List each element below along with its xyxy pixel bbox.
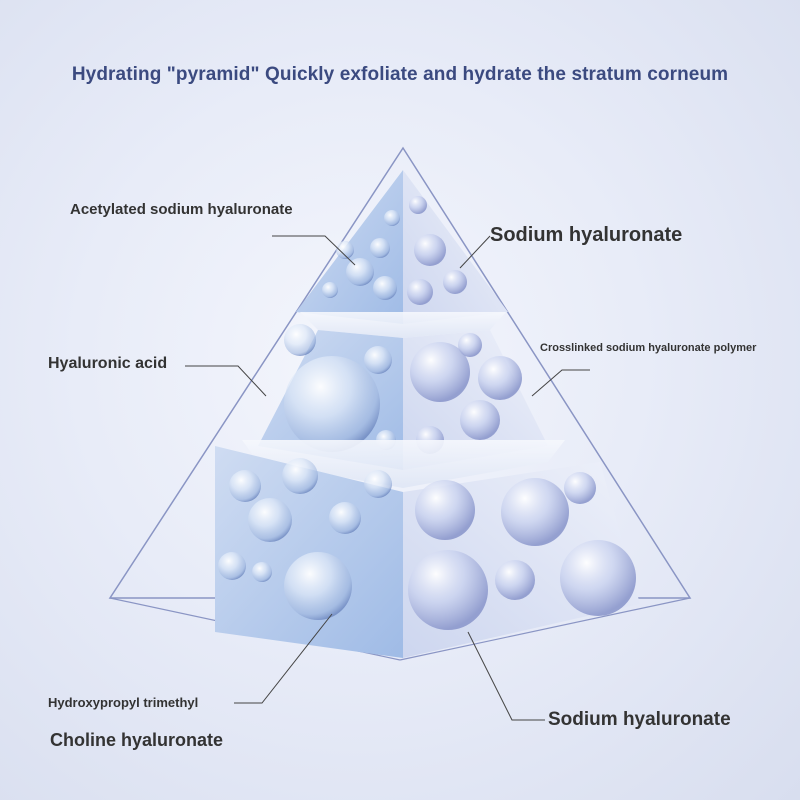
label-sodium-top: Sodium hyaluronate: [490, 224, 683, 246]
leader-sodium-bottom: [467, 631, 545, 721]
label-sodium-bottom: Sodium hyaluronate: [548, 709, 731, 730]
separator-slab-2: [242, 440, 565, 488]
label-choline: Choline hyaluronate: [50, 730, 224, 750]
label-hyaluronic-acid: Hyaluronic acid: [48, 355, 168, 372]
label-crosslinked: Crosslinked sodium hyaluronate polymer: [540, 342, 757, 354]
separator-slab-1: [300, 312, 506, 338]
leader-crosslinked: [531, 369, 590, 397]
label-acetylated: Acetylated sodium hyaluronate: [70, 201, 293, 218]
middle-tier: [258, 324, 548, 470]
leader-acetylated: [272, 235, 356, 266]
leader-lines: [185, 235, 590, 721]
top-tier: [296, 170, 508, 324]
page-title: Hydrating "pyramid" Quickly exfoliate an…: [71, 64, 729, 85]
leader-sodium-top: [459, 235, 491, 269]
bottom-tier: [215, 446, 640, 658]
leader-hydroxypropyl: [234, 613, 333, 704]
leader-hyaluronic-acid: [185, 365, 267, 397]
label-hydroxypropyl: Hydroxypropyl trimethyl: [48, 695, 199, 710]
